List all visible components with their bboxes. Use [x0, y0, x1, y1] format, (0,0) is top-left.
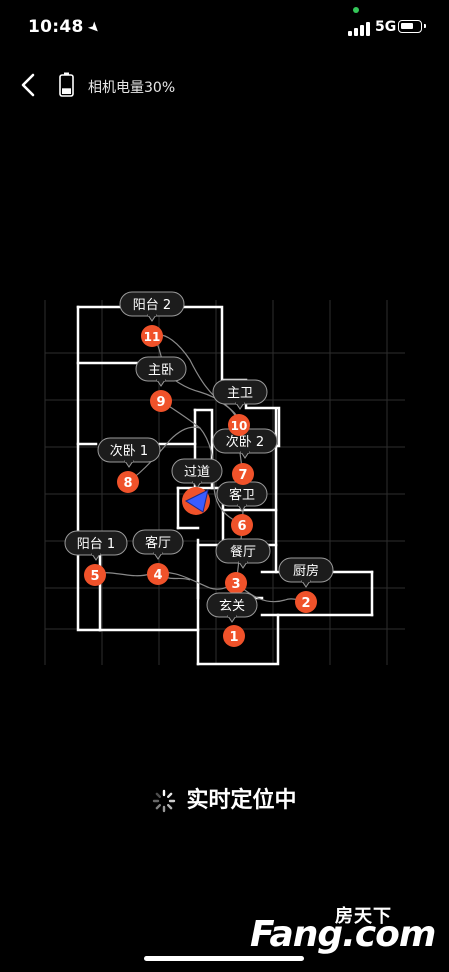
chevron-left-icon [21, 73, 35, 97]
room-marker-number: 2 [301, 596, 310, 611]
room-label-6-text: 客卫 [229, 487, 255, 503]
room-marker-6[interactable]: 6 [231, 514, 253, 536]
watermark-en: Fang.com [250, 914, 436, 955]
room-marker-number: 5 [90, 569, 99, 584]
room-label-10-text: 主卫 [227, 386, 253, 401]
room-marker-number: 11 [144, 330, 161, 344]
room-marker-4[interactable]: 4 [147, 563, 169, 585]
room-label-8[interactable]: 次卧 1 [97, 437, 161, 468]
room-marker-8[interactable]: 8 [117, 471, 139, 493]
camera-indicator-dot [353, 7, 359, 13]
area-label-1-text: 玄关 [219, 599, 245, 614]
watermark-cn: 房天下 [335, 906, 392, 927]
area-label-1[interactable]: 玄关 [206, 592, 258, 623]
room-marker-number: 8 [123, 476, 132, 491]
area-label-2-text: 过道 [184, 465, 210, 480]
room-marker-number: 4 [153, 568, 162, 583]
room-label-8-text: 次卧 1 [110, 443, 148, 459]
room-marker-number: 9 [156, 395, 165, 410]
home-indicator[interactable] [144, 956, 304, 961]
room-label-11[interactable]: 阳台 2 [119, 291, 185, 322]
room-marker-2[interactable]: 2 [295, 591, 317, 613]
status-time-text: 10:48 [28, 17, 84, 37]
room-label-5[interactable]: 阳台 1 [64, 530, 128, 561]
current-position-marker [182, 487, 210, 515]
room-marker-1[interactable]: 1 [223, 625, 245, 647]
camera-battery-label: 相机电量30% [88, 80, 176, 96]
room-label-10[interactable]: 主卫 [212, 379, 268, 410]
location-arrow-icon: ➤ [83, 18, 104, 38]
room-label-9-text: 主卧 [148, 363, 174, 378]
room-label-3[interactable]: 餐厅 [215, 538, 271, 569]
status-time: 10:48➤ [28, 17, 104, 38]
floor-plan-canvas[interactable]: 1 厨房 2 餐厅 3 客厅 4 阳台 1 5 客卫 6 次卧 2 7 次卧 1 8 主卧 9 主卫 10 阳台 2 1… [0, 280, 449, 680]
room-marker-10[interactable]: 10 [228, 414, 250, 436]
locating-status: 实时定位中 [0, 782, 449, 814]
phone-battery-icon [398, 20, 426, 33]
nav-bar: 相机电量30% [0, 62, 449, 110]
room-label-6[interactable]: 客卫 [216, 481, 268, 512]
room-marker-11[interactable]: 11 [141, 325, 163, 347]
room-label-5-text: 阳台 1 [77, 537, 115, 552]
room-label-9[interactable]: 主卧 [135, 356, 187, 387]
room-marker-9[interactable]: 9 [150, 390, 172, 412]
room-marker-7[interactable]: 7 [232, 463, 254, 485]
room-marker-5[interactable]: 5 [84, 564, 106, 586]
fang-watermark: 房天下 Fang.com [250, 900, 440, 962]
room-label-7-text: 次卧 2 [226, 434, 264, 450]
room-label-11-text: 阳台 2 [133, 298, 171, 313]
loading-spinner-icon [153, 789, 176, 813]
locating-text: 实时定位中 [186, 788, 297, 813]
room-marker-number: 3 [231, 577, 240, 592]
room-marker-number: 6 [237, 519, 246, 534]
room-label-4-text: 客厅 [145, 535, 171, 551]
floor-plan-map[interactable]: 1 厨房 2 餐厅 3 客厅 4 阳台 1 5 客卫 6 次卧 2 7 次卧 1 8 主卧 9 主卫 10 阳台 2 1… [0, 280, 449, 680]
room-label-4[interactable]: 客厅 [132, 529, 184, 560]
room-label-3-text: 餐厅 [230, 544, 256, 560]
status-bar: 10:48➤ 5G [0, 0, 449, 56]
room-label-7[interactable]: 次卧 2 [212, 428, 278, 459]
camera-battery-icon [59, 72, 74, 97]
room-marker-3[interactable]: 3 [225, 572, 247, 594]
room-label-2-text: 厨房 [293, 563, 319, 579]
network-type: 5G [375, 19, 397, 35]
back-button[interactable] [14, 70, 44, 100]
room-marker-number: 7 [238, 468, 247, 483]
room-label-2[interactable]: 厨房 [278, 557, 334, 588]
room-marker-number: 1 [229, 630, 238, 645]
area-label-2[interactable]: 过道 [171, 458, 223, 489]
room-marker-number: 10 [231, 419, 248, 433]
cellular-signal-icon [348, 22, 370, 36]
